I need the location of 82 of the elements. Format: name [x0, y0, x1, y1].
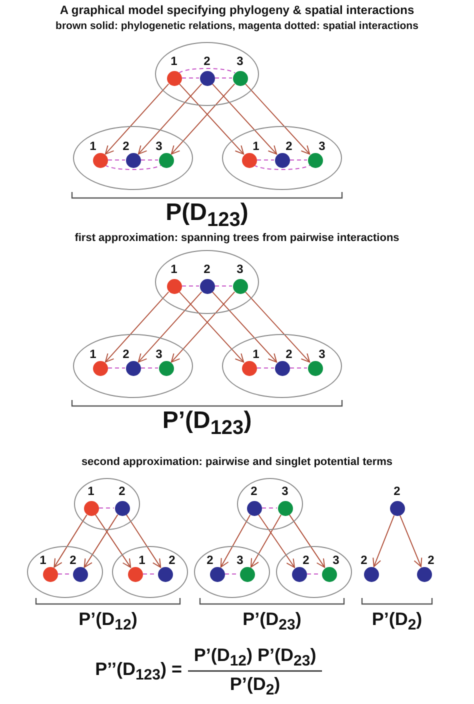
arrow: [84, 514, 118, 568]
node-number: 3: [236, 55, 244, 67]
formula: P’(D$_{2}$): [372, 610, 422, 634]
ellipse: [276, 546, 352, 598]
arrow: [288, 514, 326, 568]
formula: P(D$_{123}$): [166, 200, 248, 231]
arrow: [138, 291, 202, 363]
formula: P’(D$_{12}$): [78, 610, 138, 634]
node-number: 2: [250, 485, 258, 497]
node-number: 3: [318, 140, 326, 152]
node-number: 3: [154, 348, 164, 360]
formula: P’’(D$_{123}$) =: [95, 660, 182, 684]
ellipse: [74, 478, 140, 530]
arrow: [178, 83, 244, 155]
node-number: 2: [426, 554, 436, 566]
formula: P’(D$_{12}$) P’(D$_{23}$): [194, 646, 316, 670]
section-heading: second approximation: pairwise and singlet potential terms: [81, 456, 393, 468]
arrow: [104, 83, 170, 155]
node-number: 2: [302, 554, 310, 566]
ellipse: [237, 478, 303, 530]
node-number: 1: [252, 140, 260, 152]
dotted-line: [254, 164, 310, 170]
node-number: 2: [202, 55, 212, 67]
arrow: [54, 514, 88, 568]
node-number: 2: [122, 140, 130, 152]
ellipse: [73, 126, 193, 190]
arrow: [244, 291, 310, 363]
formula: P’(D$_{123}$): [162, 408, 252, 439]
ellipse: [27, 546, 103, 598]
node-number: 2: [168, 554, 176, 566]
node-number: 2: [284, 140, 294, 152]
node-number: 2: [284, 348, 294, 360]
node-number: 1: [38, 554, 48, 566]
node-number: 3: [280, 485, 290, 497]
node-number: 2: [118, 485, 126, 497]
arrow: [170, 291, 236, 363]
ellipse: [112, 546, 188, 598]
arrow: [400, 514, 422, 568]
ellipse: [194, 546, 270, 598]
node-number: 1: [170, 263, 178, 275]
ellipse: [155, 250, 259, 314]
section-heading: first approximation: spanning trees from pairwise interactions: [74, 232, 400, 244]
ellipse: [155, 42, 259, 106]
arrow: [212, 83, 278, 155]
node-number: 3: [318, 348, 326, 360]
arrow: [170, 83, 236, 155]
node-number: 1: [88, 140, 98, 152]
subtitle: brown solid: phylogenetic relations, magenta dotted: spatial interactions: [56, 21, 418, 33]
dotted-line: [178, 68, 236, 74]
node-number: 3: [332, 554, 340, 566]
arrow: [126, 514, 162, 568]
node-number: 2: [360, 554, 368, 566]
title: A graphical model specifying phylogeny & spatial interactions: [60, 4, 414, 18]
node-number: 2: [202, 263, 212, 275]
node-number: 3: [154, 140, 164, 152]
node-number: 1: [86, 485, 96, 497]
formula: P’(D$_{23}$): [242, 610, 302, 634]
node-number: 3: [236, 263, 244, 275]
arrow: [220, 514, 251, 568]
arrow: [372, 514, 395, 568]
arrow: [250, 514, 282, 568]
node-number: 3: [236, 554, 244, 566]
dotted-line: [104, 164, 162, 170]
arrow: [94, 514, 132, 568]
arrow: [104, 291, 170, 363]
arrow: [258, 514, 295, 568]
node-number: 1: [138, 554, 146, 566]
formula: P’(D$_{2}$): [230, 675, 280, 700]
node-number: 1: [252, 348, 260, 360]
node-number: 2: [122, 348, 130, 360]
arrow: [212, 291, 278, 363]
node-number: 1: [88, 348, 98, 360]
node-number: 2: [206, 554, 214, 566]
ellipse: [222, 334, 342, 398]
node-number: 2: [392, 485, 402, 497]
ellipse: [222, 126, 342, 190]
node-number: 1: [170, 55, 178, 67]
ellipse: [73, 334, 193, 398]
arrow: [244, 83, 310, 155]
node-number: 2: [68, 554, 78, 566]
arrow: [138, 83, 202, 155]
arrow: [178, 291, 244, 363]
